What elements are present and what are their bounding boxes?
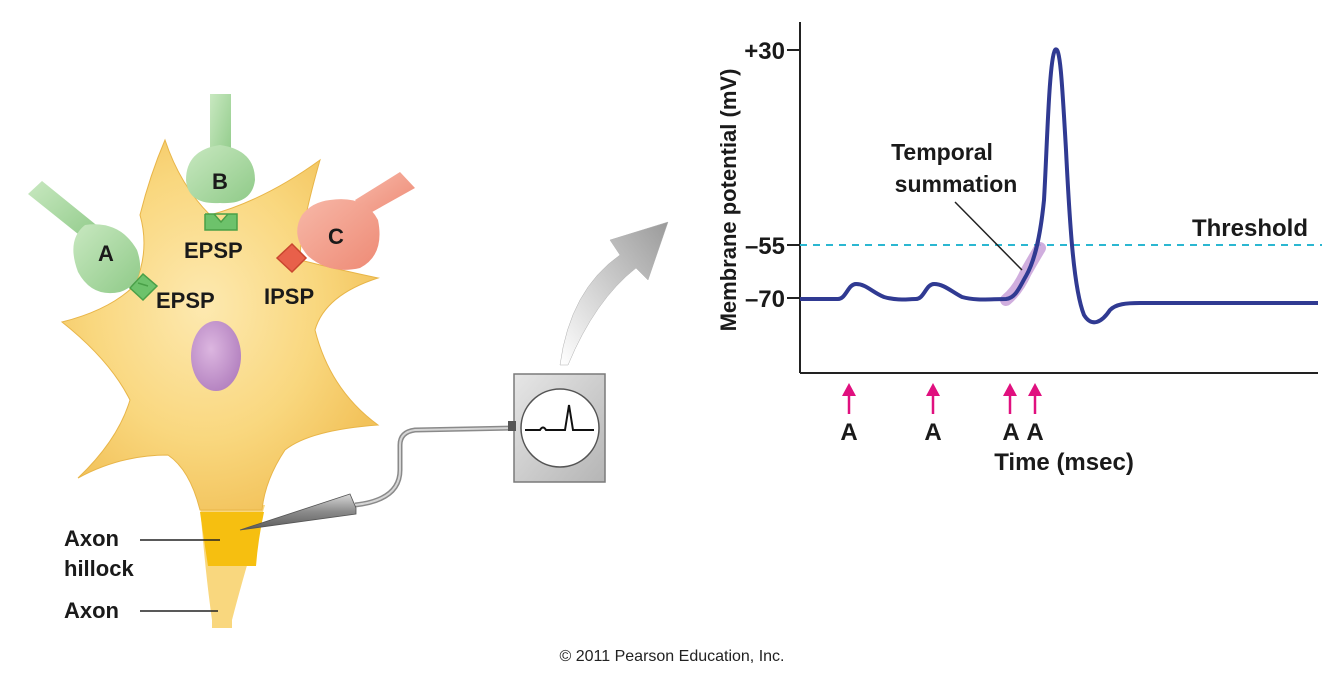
terminal-b-letter: B [212, 169, 228, 194]
stimulus-label-4: A [1026, 419, 1043, 446]
terminal-c: C [275, 172, 415, 274]
annotation-leader [954, 201, 1023, 271]
y-tick-plus30: +30 [744, 38, 785, 65]
epsp-label-a: EPSP [156, 288, 215, 313]
oscilloscope-icon [508, 373, 606, 483]
temporal-summation-label-line1: Temporal [891, 139, 993, 165]
nucleus [191, 321, 241, 391]
electrode-probe-icon [239, 493, 357, 531]
y-tick-minus70: –70 [745, 286, 785, 313]
terminal-b: B [186, 94, 255, 231]
axon-hillock [200, 512, 264, 566]
x-axis-label: Time (msec) [994, 449, 1134, 476]
epsp-label-b: EPSP [184, 238, 243, 263]
stimulus-arrow-3 [1003, 383, 1017, 414]
receptor-a-icon [128, 272, 159, 302]
terminal-a-letter: A [98, 241, 114, 266]
copyright-notice: © 2011 Pearson Education, Inc. [559, 648, 785, 665]
stimulus-arrow-1 [842, 383, 856, 414]
temporal-summation-label-line2: summation [895, 171, 1018, 197]
receptor-c-icon [275, 242, 308, 274]
stimulus-label-3: A [1002, 419, 1019, 446]
ipsp-label-c: IPSP [264, 284, 314, 309]
axon-label: Axon [64, 598, 119, 623]
membrane-potential-trace [800, 47, 1318, 325]
electrode-cable [354, 425, 516, 508]
y-axis-label: Membrane potential (mV) [716, 69, 741, 332]
stimulus-arrow-4 [1028, 383, 1042, 414]
stimulus-arrow-2 [926, 383, 940, 414]
axon-hillock-label-line2: hillock [64, 556, 134, 581]
axon-hillock-label-line1: Axon [64, 526, 119, 551]
stimulus-label-2: A [924, 419, 941, 446]
membrane-potential-graph: +30 –55 –70 Membrane potential (mV) Thre… [716, 22, 1322, 476]
y-tick-minus55: –55 [745, 233, 785, 260]
curved-arrow-icon [559, 221, 669, 366]
threshold-label: Threshold [1192, 215, 1308, 242]
terminal-a: A [28, 181, 159, 302]
stimulus-label-1: A [840, 419, 857, 446]
terminal-c-letter: C [328, 224, 344, 249]
receptor-b-icon [204, 213, 238, 231]
